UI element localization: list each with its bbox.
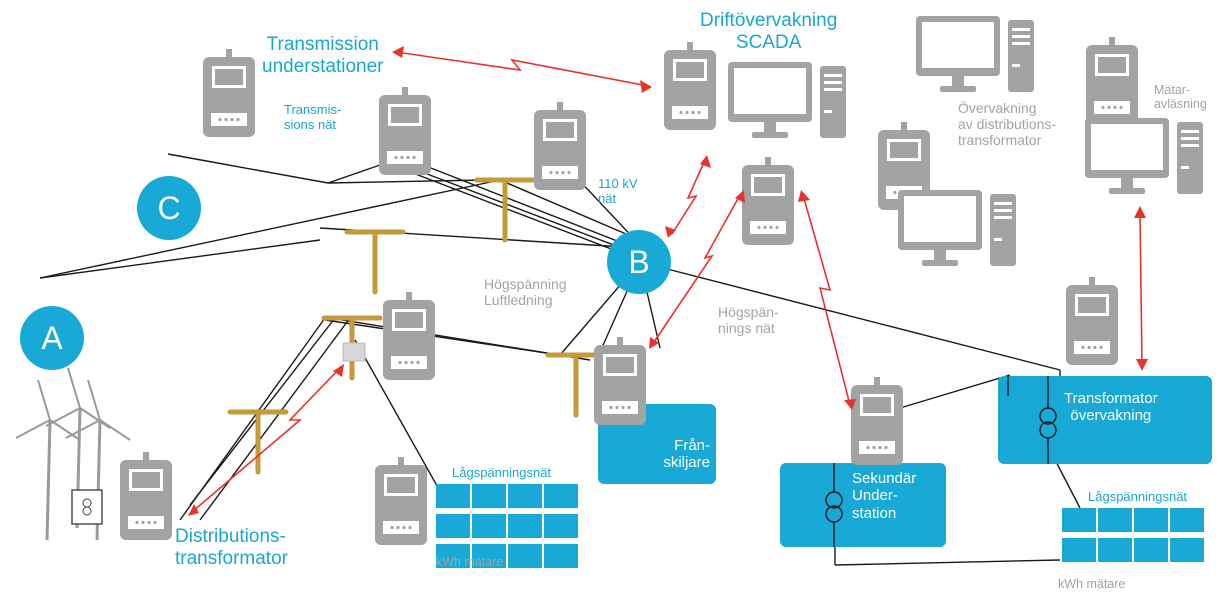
scada-label: Driftövervakning SCADA (700, 10, 838, 53)
computer-icon (916, 16, 1034, 92)
transformer-icon (825, 376, 1057, 547)
transmission-net-label: Transmis- sions nät (284, 102, 342, 132)
meter-icon (594, 337, 646, 425)
node-a: A (20, 306, 84, 370)
secondary-substation-label: Sekundär Under- station (852, 470, 917, 522)
meter-icon (1066, 277, 1118, 365)
lv-net-label-1: Lågspänningsnät (452, 465, 552, 480)
meter-icon (383, 292, 435, 380)
computer-icon (1085, 118, 1203, 194)
kwh-meter-label-2: kWh mätare (1058, 577, 1126, 591)
solar-panel-icon (1062, 508, 1204, 562)
meter-icon (379, 87, 431, 175)
kv110-label: 110 kV nät (598, 176, 638, 206)
pole-transformer (342, 342, 366, 362)
meter-icon (664, 42, 716, 130)
node-b: B (607, 230, 671, 294)
computer-icon (728, 62, 846, 138)
transformer-monitoring-box (998, 376, 1212, 464)
disconnector-label: Från- skiljare (663, 437, 710, 472)
hv-overhead-label: Högspänning Luftledning (484, 276, 567, 309)
hv-net-label: Högspän- nings nät (718, 304, 779, 337)
meter-reading-label: Mätar- avläsning (1154, 83, 1207, 112)
computer-icon (898, 190, 1016, 266)
meter-icon (742, 157, 794, 245)
meter-icon (120, 452, 172, 540)
lv-net-label-2: Lågspänningsnät (1088, 489, 1188, 504)
transmission-substations-label: Transmission understationer (262, 34, 384, 77)
meter-icon (375, 457, 427, 545)
arrowheads (188, 46, 1148, 516)
tower-icon (347, 232, 403, 292)
meter-icon (851, 377, 903, 465)
wind-turbine-icon (14, 366, 132, 542)
secondary-substation-box (780, 463, 946, 547)
node-c: C (137, 176, 201, 240)
dist-monitoring-label: Övervakning av distributions- transforma… (958, 100, 1057, 149)
meter-icon (534, 102, 586, 190)
wireless-link-icon (191, 51, 1143, 513)
meter-icon (203, 49, 255, 137)
dist-transformer-label: Distributions- transformator (175, 526, 288, 569)
meter-icon (1086, 37, 1138, 125)
transformer-monitoring-label: Transformator övervakning (1064, 390, 1158, 425)
kwh-meter-label-1: kWh mätare (436, 555, 504, 569)
